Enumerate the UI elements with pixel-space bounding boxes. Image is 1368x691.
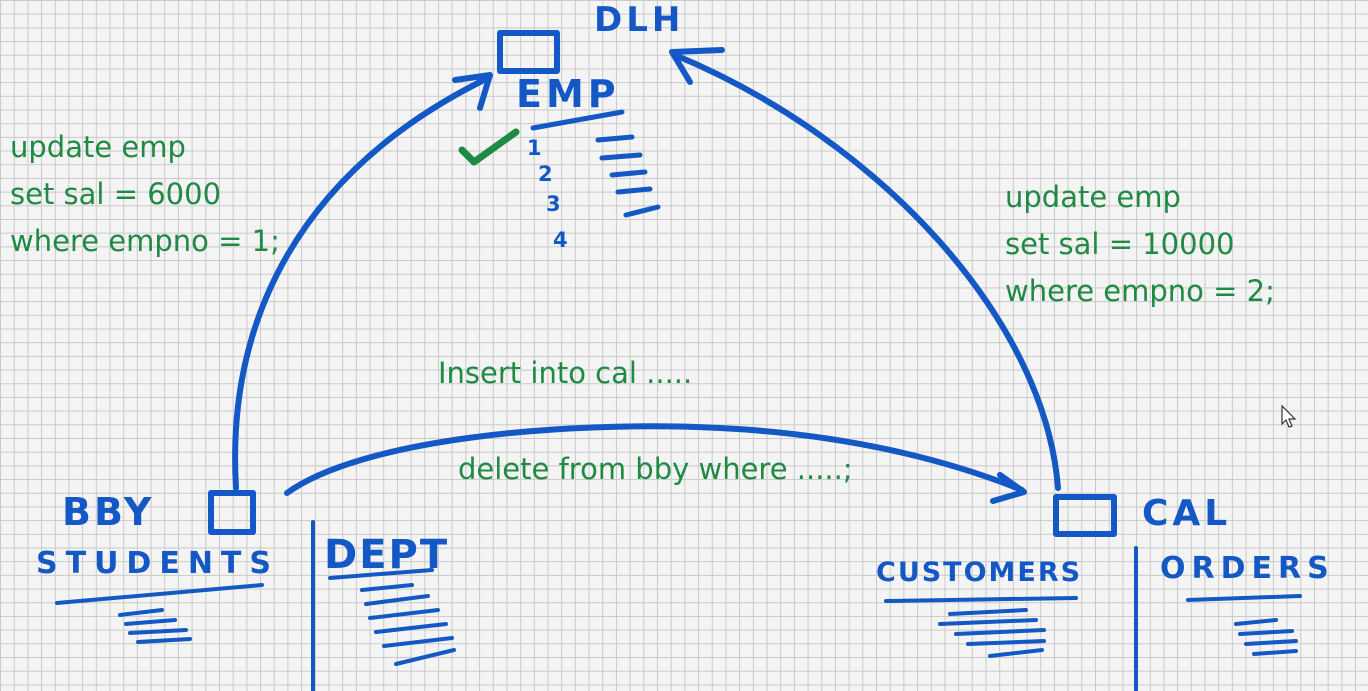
bby-database-box bbox=[208, 490, 256, 535]
cal-database-box bbox=[1053, 494, 1117, 537]
emp-table-label: EMP bbox=[516, 72, 620, 116]
insert-statement: Insert into cal ..... bbox=[438, 356, 693, 390]
cal-database-label: CAL bbox=[1142, 493, 1232, 534]
dlh-database-label: DLH bbox=[594, 0, 685, 40]
delete-statement: delete from bby where .....; bbox=[458, 452, 853, 486]
checkmark-icon bbox=[458, 128, 520, 166]
dlh-database-box bbox=[497, 30, 560, 74]
statement-line: update emp bbox=[10, 130, 186, 164]
arrow-bby-to-cal bbox=[284, 423, 1025, 496]
bby-database-label: BBY bbox=[62, 490, 155, 534]
statement-line: set sal = 6000 bbox=[10, 177, 222, 211]
emp-row-number: 2 bbox=[538, 162, 553, 186]
statement-line: where empno = 2; bbox=[1005, 274, 1275, 308]
students-data-lines bbox=[118, 608, 192, 644]
emp-data-lines bbox=[595, 134, 661, 218]
arrowhead-cal-to-dlh bbox=[669, 47, 725, 85]
arrowhead-bby-to-dlh bbox=[452, 72, 493, 111]
dept-data-lines bbox=[360, 583, 456, 666]
statement-line: update emp bbox=[1005, 180, 1181, 214]
arrow-bby-to-dlh bbox=[232, 75, 491, 491]
mouse-pointer-icon bbox=[1281, 404, 1297, 428]
customers-data-lines bbox=[938, 608, 1046, 658]
emp-header-underline bbox=[530, 109, 625, 131]
students-underline bbox=[55, 583, 264, 605]
statement-line: set sal = 10000 bbox=[1005, 227, 1235, 261]
dept-underline bbox=[328, 568, 434, 580]
right-update-statement: update emp set sal = 10000 where empno =… bbox=[1005, 174, 1275, 315]
dept-table-label: DEPT bbox=[324, 532, 450, 578]
statement-line: where empno = 1; bbox=[10, 224, 280, 258]
emp-row-number: 4 bbox=[553, 228, 568, 252]
left-update-statement: update emp set sal = 6000 where empno = … bbox=[10, 124, 280, 265]
arrow-cal-to-dlh bbox=[672, 52, 1061, 491]
students-table-label: STUDENTS bbox=[36, 546, 280, 581]
emp-row-number: 1 bbox=[527, 136, 542, 160]
orders-data-lines bbox=[1234, 618, 1298, 656]
customers-table-label: CUSTOMERS bbox=[876, 557, 1083, 588]
orders-underline bbox=[1186, 594, 1302, 602]
orders-table-label: ORDERS bbox=[1160, 551, 1335, 586]
arrowhead-bby-to-cal bbox=[990, 472, 1027, 504]
emp-row-number: 3 bbox=[546, 192, 561, 216]
customers-underline bbox=[884, 596, 1078, 603]
